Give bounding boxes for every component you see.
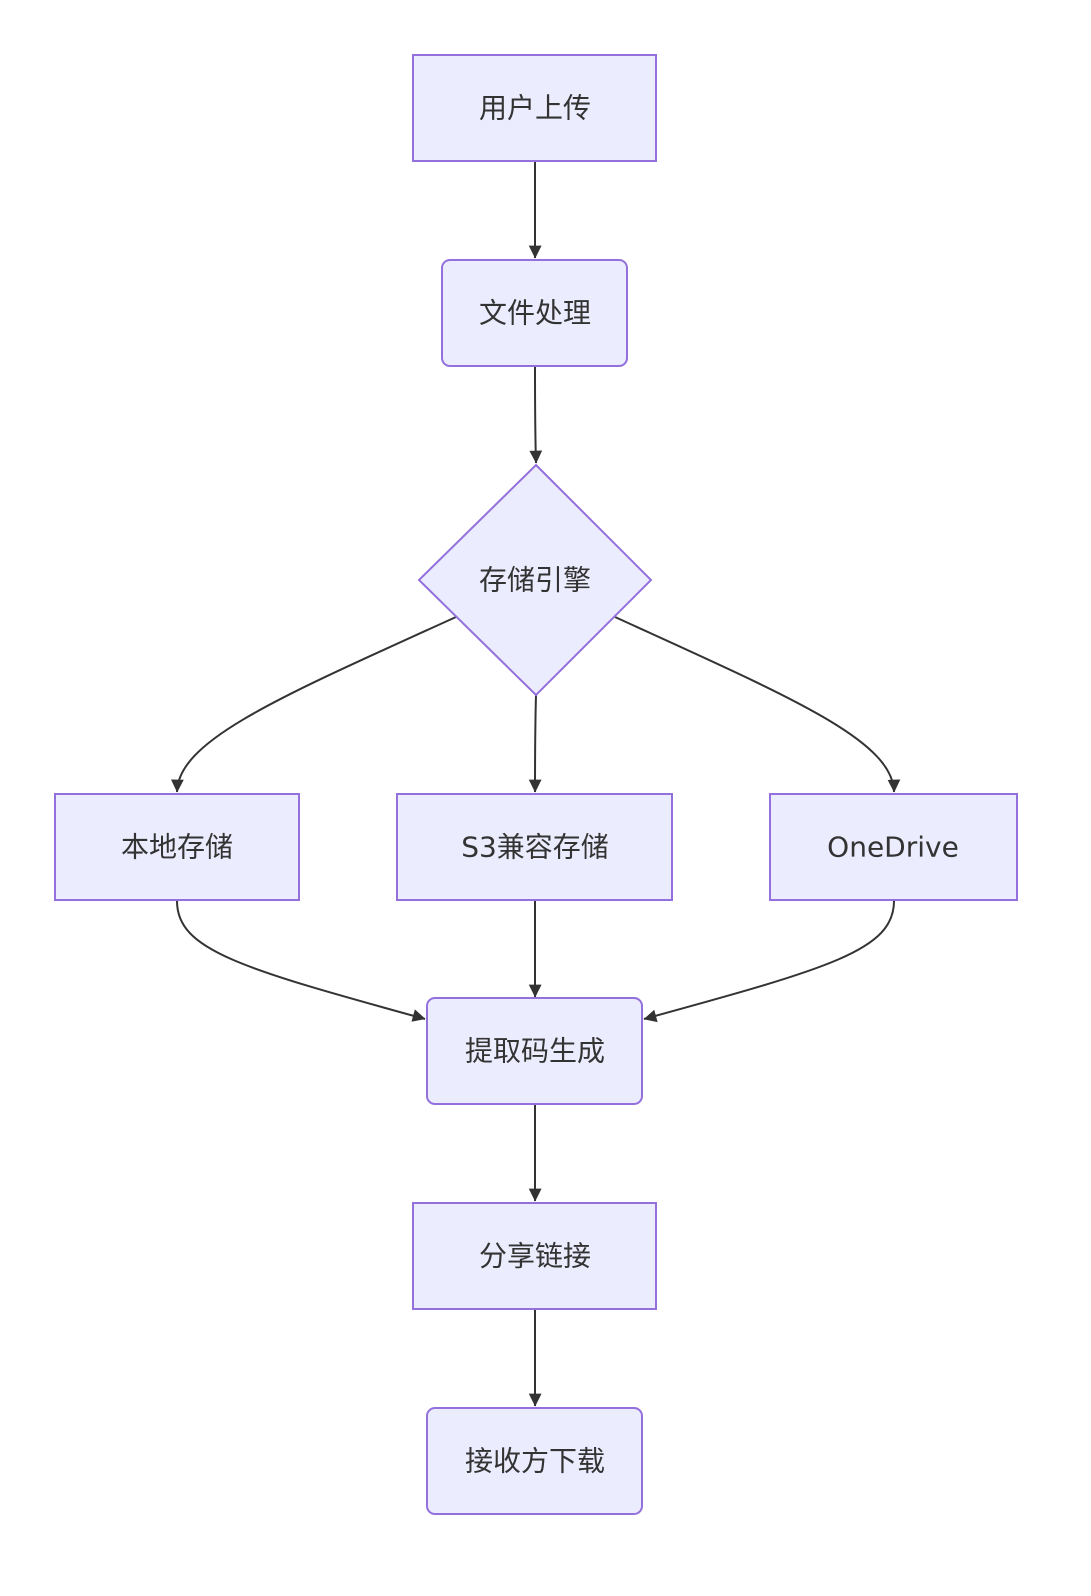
node-upload-label: 用户上传 [479,92,591,125]
node-engine-label: 存储引擎 [479,564,591,597]
node-s3-label: S3兼容存储 [461,831,609,864]
edge-process-to-engine [529,366,543,464]
node-engine: 存储引擎 [417,463,653,697]
edge-onedrive-to-code [643,900,895,1023]
node-share-box [412,1202,657,1310]
node-local: 本地存储 [54,793,300,901]
edge-engine-to-s3 [528,694,542,793]
node-onedrive-box [769,793,1018,901]
node-code-label: 提取码生成 [465,1035,605,1068]
node-process-box [441,259,628,367]
node-s3: S3兼容存储 [396,793,673,901]
node-process: 文件处理 [441,259,628,367]
node-code: 提取码生成 [426,997,643,1105]
node-process-label: 文件处理 [479,297,591,330]
node-s3-box [396,793,673,901]
node-local-label: 本地存储 [121,831,233,864]
edge-engine-to-local [171,616,457,793]
node-code-box [426,997,643,1105]
node-local-box [54,793,300,901]
node-download-label: 接收方下载 [465,1445,605,1478]
node-share: 分享链接 [412,1202,657,1310]
node-download: 接收方下载 [426,1407,643,1515]
edges [171,162,901,1407]
node-download-box [426,1407,643,1515]
edge-engine-to-onedrive [614,616,901,793]
node-onedrive-label: OneDrive [827,831,959,864]
node-onedrive: OneDrive [769,793,1018,901]
node-upload-box [412,54,657,162]
node-engine-diamond [417,463,653,697]
edge-local-to-code [176,900,426,1022]
node-upload: 用户上传 [412,54,657,162]
node-share-label: 分享链接 [479,1240,591,1273]
